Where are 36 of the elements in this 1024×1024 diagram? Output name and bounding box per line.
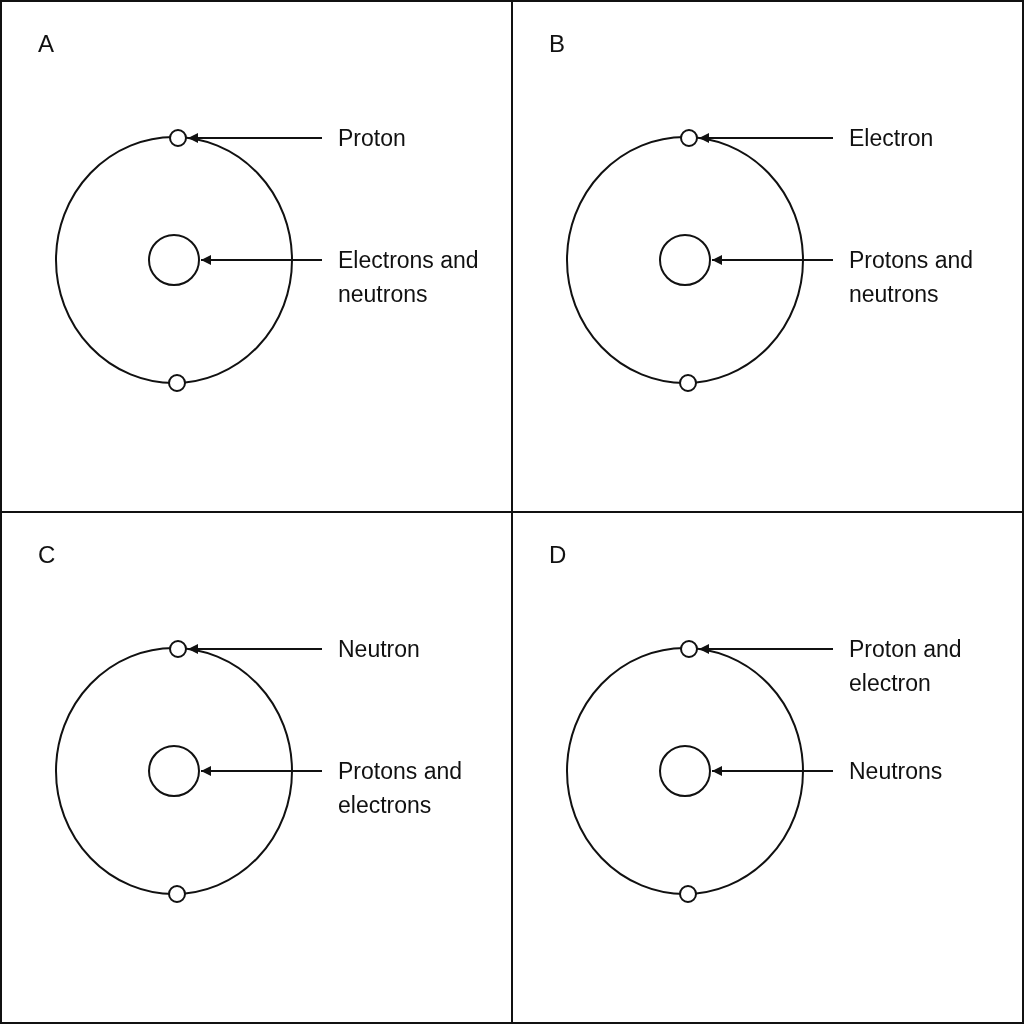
panel-frame [1,1,512,512]
particle-circle [679,374,697,392]
leader-label: Protons and electrons [322,754,507,822]
leader-label: Proton and electron [833,632,1018,700]
particle-circle [169,640,187,658]
panel-letter: B [549,30,565,58]
particle-circle [168,374,186,392]
nucleus-circle [148,234,200,286]
particle-circle [169,129,187,147]
leader-arrow [200,766,323,776]
leader-label: Neutron [322,632,507,666]
panel-frame [1,512,512,1023]
leader-arrow [187,133,323,143]
leader-label: Neutrons [833,754,1018,788]
leader-label: Proton [322,121,507,155]
particle-circle [679,885,697,903]
leader-label: Electrons and neutrons [322,243,507,311]
panel-letter: A [38,30,54,58]
leader-arrow [187,644,323,654]
nucleus-circle [659,234,711,286]
particle-circle [680,640,698,658]
panel-frame [512,1,1023,512]
nucleus-circle [148,745,200,797]
panel-frame [512,512,1023,1023]
leader-arrow [711,255,834,265]
particle-circle [168,885,186,903]
leader-arrow [200,255,323,265]
panel-letter: C [38,541,56,569]
panel-letter: D [549,541,567,569]
leader-label: Electron [833,121,1018,155]
leader-arrow [711,766,834,776]
leader-label: Protons and neutrons [833,243,1018,311]
particle-circle [680,129,698,147]
nucleus-circle [659,745,711,797]
leader-arrow [698,133,834,143]
leader-arrow [698,644,834,654]
